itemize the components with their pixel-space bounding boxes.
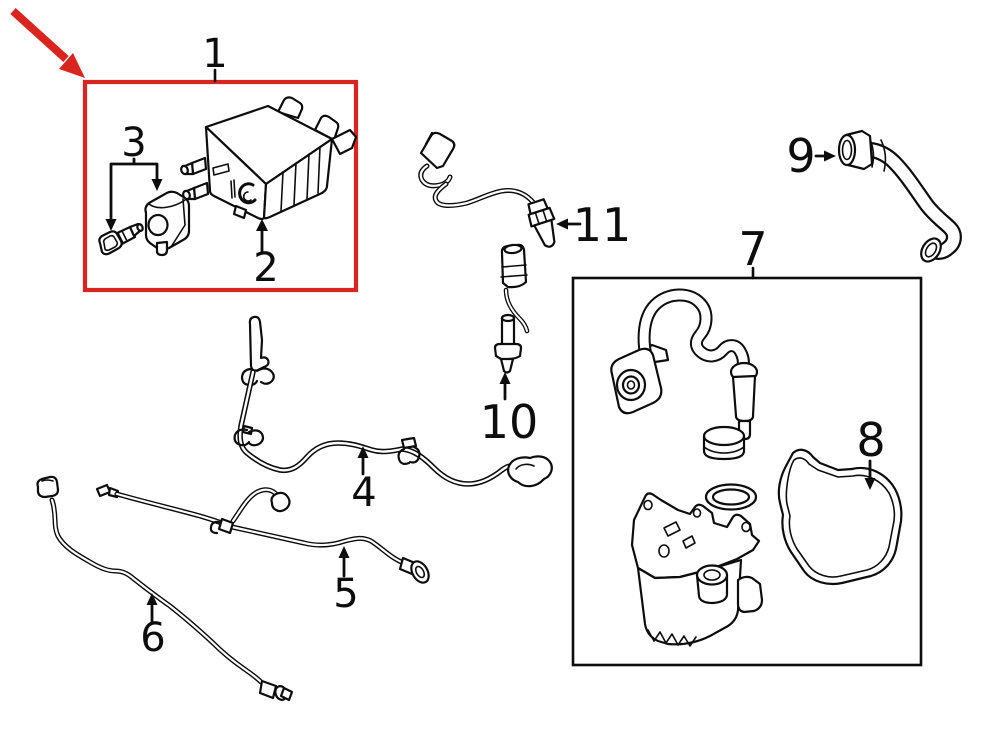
callout-4-label: 4: [351, 470, 376, 516]
part-7-oring-drawing: [704, 483, 758, 511]
callout-8: 8: [856, 413, 886, 490]
callout-5: 5: [333, 546, 359, 617]
callout-2: 2: [253, 219, 279, 291]
callout-11-label: 11: [573, 198, 632, 252]
callout-5-label: 5: [333, 571, 358, 617]
part-8-gasket-drawing: [777, 448, 903, 586]
part-canister-drawing: [180, 96, 358, 221]
callout-8-label: 8: [856, 413, 885, 467]
part-7-separator-body-drawing: [630, 492, 764, 647]
part-small-valve-drawing: [98, 222, 144, 256]
part-7-hose-assembly-drawing: [610, 288, 759, 441]
callout-10-label: 10: [480, 395, 539, 449]
callout-10: 10: [480, 372, 539, 449]
callout-6: 6: [140, 593, 166, 661]
highlight-arrow-icon: [10, 8, 85, 78]
part-solenoid-drawing: [144, 190, 191, 257]
part-4-tube-drawing: [233, 315, 553, 488]
callout-4: 4: [351, 446, 377, 516]
part-6-tube-drawing: [36, 475, 294, 702]
part-10-sensor-drawing: [493, 243, 530, 374]
callout-7: 7: [738, 222, 768, 280]
callout-1: 1: [202, 31, 228, 83]
part-7-grommet-drawing: [702, 425, 746, 461]
part-5-tube-drawing: [95, 483, 430, 584]
part-11-sensor-drawing: [418, 131, 556, 248]
callout-11: 11: [556, 198, 631, 252]
callout-2-label: 2: [253, 245, 278, 291]
callout-9: 9: [786, 129, 836, 183]
highlight-box-part-1: [82, 79, 359, 293]
part-9-hose-drawing: [837, 129, 962, 263]
callout-3: 3: [105, 120, 163, 231]
kit-box-part-7: [571, 276, 923, 667]
callout-9-label: 9: [786, 129, 815, 183]
